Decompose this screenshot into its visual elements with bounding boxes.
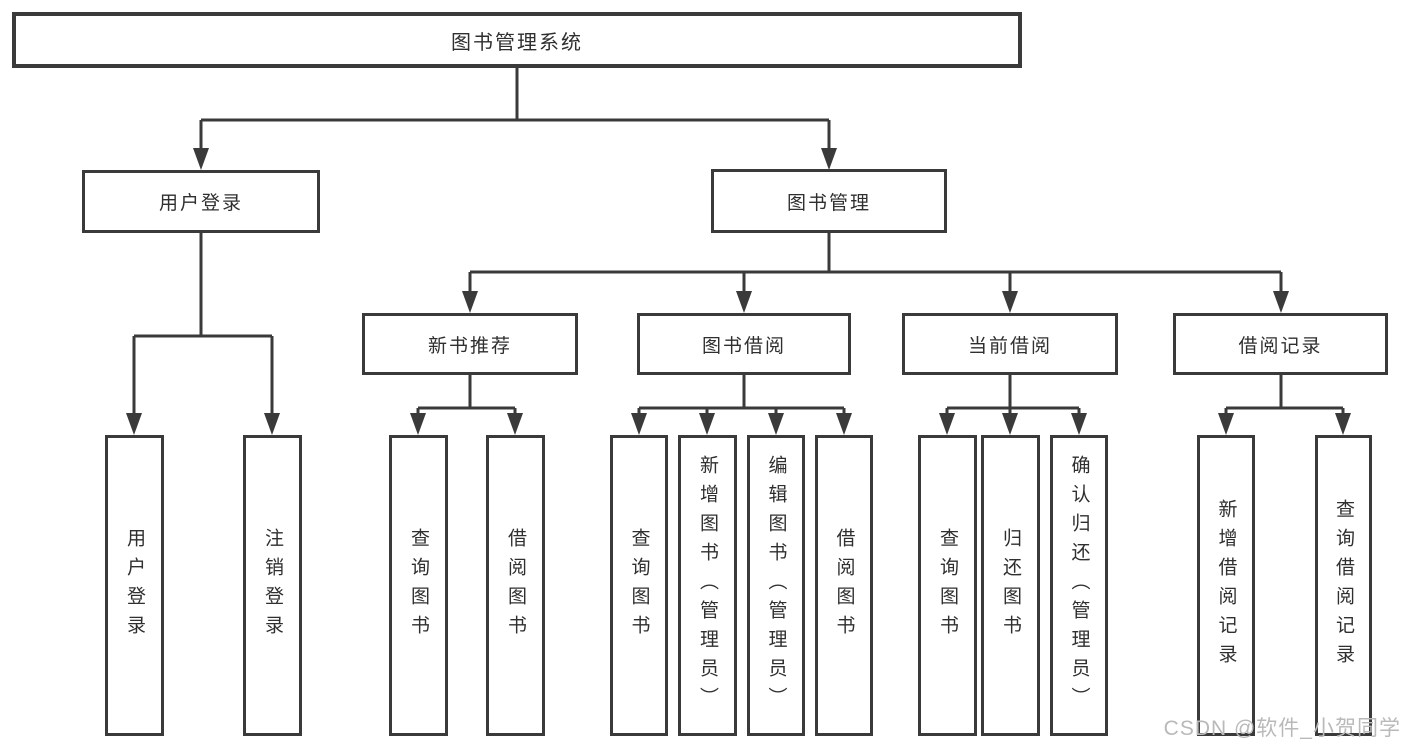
node-label: 图书借阅 <box>701 335 786 357</box>
node-label: 新增借阅记录 <box>1215 498 1237 673</box>
node-label: 编辑图书（管理员） <box>765 455 787 716</box>
connector-book-management-branch <box>462 233 1289 313</box>
node-book-borrow: 图书借阅 <box>637 313 851 375</box>
node-leaf-query-books-3: 查询图书 <box>918 435 977 736</box>
connector-user-login-branch <box>126 233 280 435</box>
node-library-management-system: 图书管理系统 <box>12 12 1022 68</box>
connector-book-borrow-branch <box>631 375 852 435</box>
node-label: 新书推荐 <box>427 335 512 357</box>
node-current-borrow: 当前借阅 <box>902 313 1118 375</box>
node-label: 借阅记录 <box>1238 335 1323 357</box>
node-leaf-borrow-books-2: 借阅图书 <box>815 435 873 736</box>
node-leaf-return-books: 归还图书 <box>981 435 1040 736</box>
node-label: 查询图书 <box>628 527 650 644</box>
node-label: 当前借阅 <box>967 335 1052 357</box>
node-leaf-confirm-return-admin: 确认归还（管理员） <box>1050 435 1108 736</box>
connector-borrow-record-branch <box>1218 375 1351 435</box>
node-label: 查询图书 <box>937 527 958 644</box>
node-borrow-record: 借阅记录 <box>1173 313 1388 375</box>
node-label: 图书管理 <box>786 192 871 214</box>
node-leaf-query-borrow-record: 查询借阅记录 <box>1315 435 1372 736</box>
node-leaf-edit-books-admin: 编辑图书（管理员） <box>747 435 805 736</box>
node-leaf-logout: 注销登录 <box>243 435 302 736</box>
node-label: 用户登录 <box>158 193 243 214</box>
node-leaf-query-books-1: 查询图书 <box>389 435 448 736</box>
node-leaf-add-borrow-record: 新增借阅记录 <box>1197 435 1255 736</box>
node-label: 注销登录 <box>262 527 283 644</box>
connector-new-book-recommend-branch <box>410 375 523 435</box>
connector-current-borrow-branch <box>939 375 1087 435</box>
node-new-book-recommend: 新书推荐 <box>362 313 578 375</box>
node-book-management: 图书管理 <box>711 169 947 233</box>
node-leaf-add-books-admin: 新增图书（管理员） <box>678 435 737 736</box>
node-label: 借阅图书 <box>505 527 526 644</box>
node-leaf-borrow-books-1: 借阅图书 <box>486 435 545 736</box>
node-label: 确认归还（管理员） <box>1068 455 1090 716</box>
node-label: 图书管理系统 <box>451 31 583 54</box>
csdn-watermark: CSDN @软件_小贺同学 <box>1163 717 1401 740</box>
node-label: 新增图书（管理员） <box>697 455 718 716</box>
node-label: 归还图书 <box>1000 527 1021 644</box>
node-label: 用户登录 <box>124 527 145 644</box>
node-label: 查询图书 <box>408 527 429 644</box>
node-leaf-query-books-2: 查询图书 <box>610 435 668 736</box>
connector-root-to-level2 <box>193 68 837 170</box>
node-label: 查询借阅记录 <box>1333 498 1354 673</box>
node-user-login: 用户登录 <box>82 170 320 233</box>
node-label: 借阅图书 <box>833 527 855 644</box>
node-leaf-user-login: 用户登录 <box>105 435 164 736</box>
